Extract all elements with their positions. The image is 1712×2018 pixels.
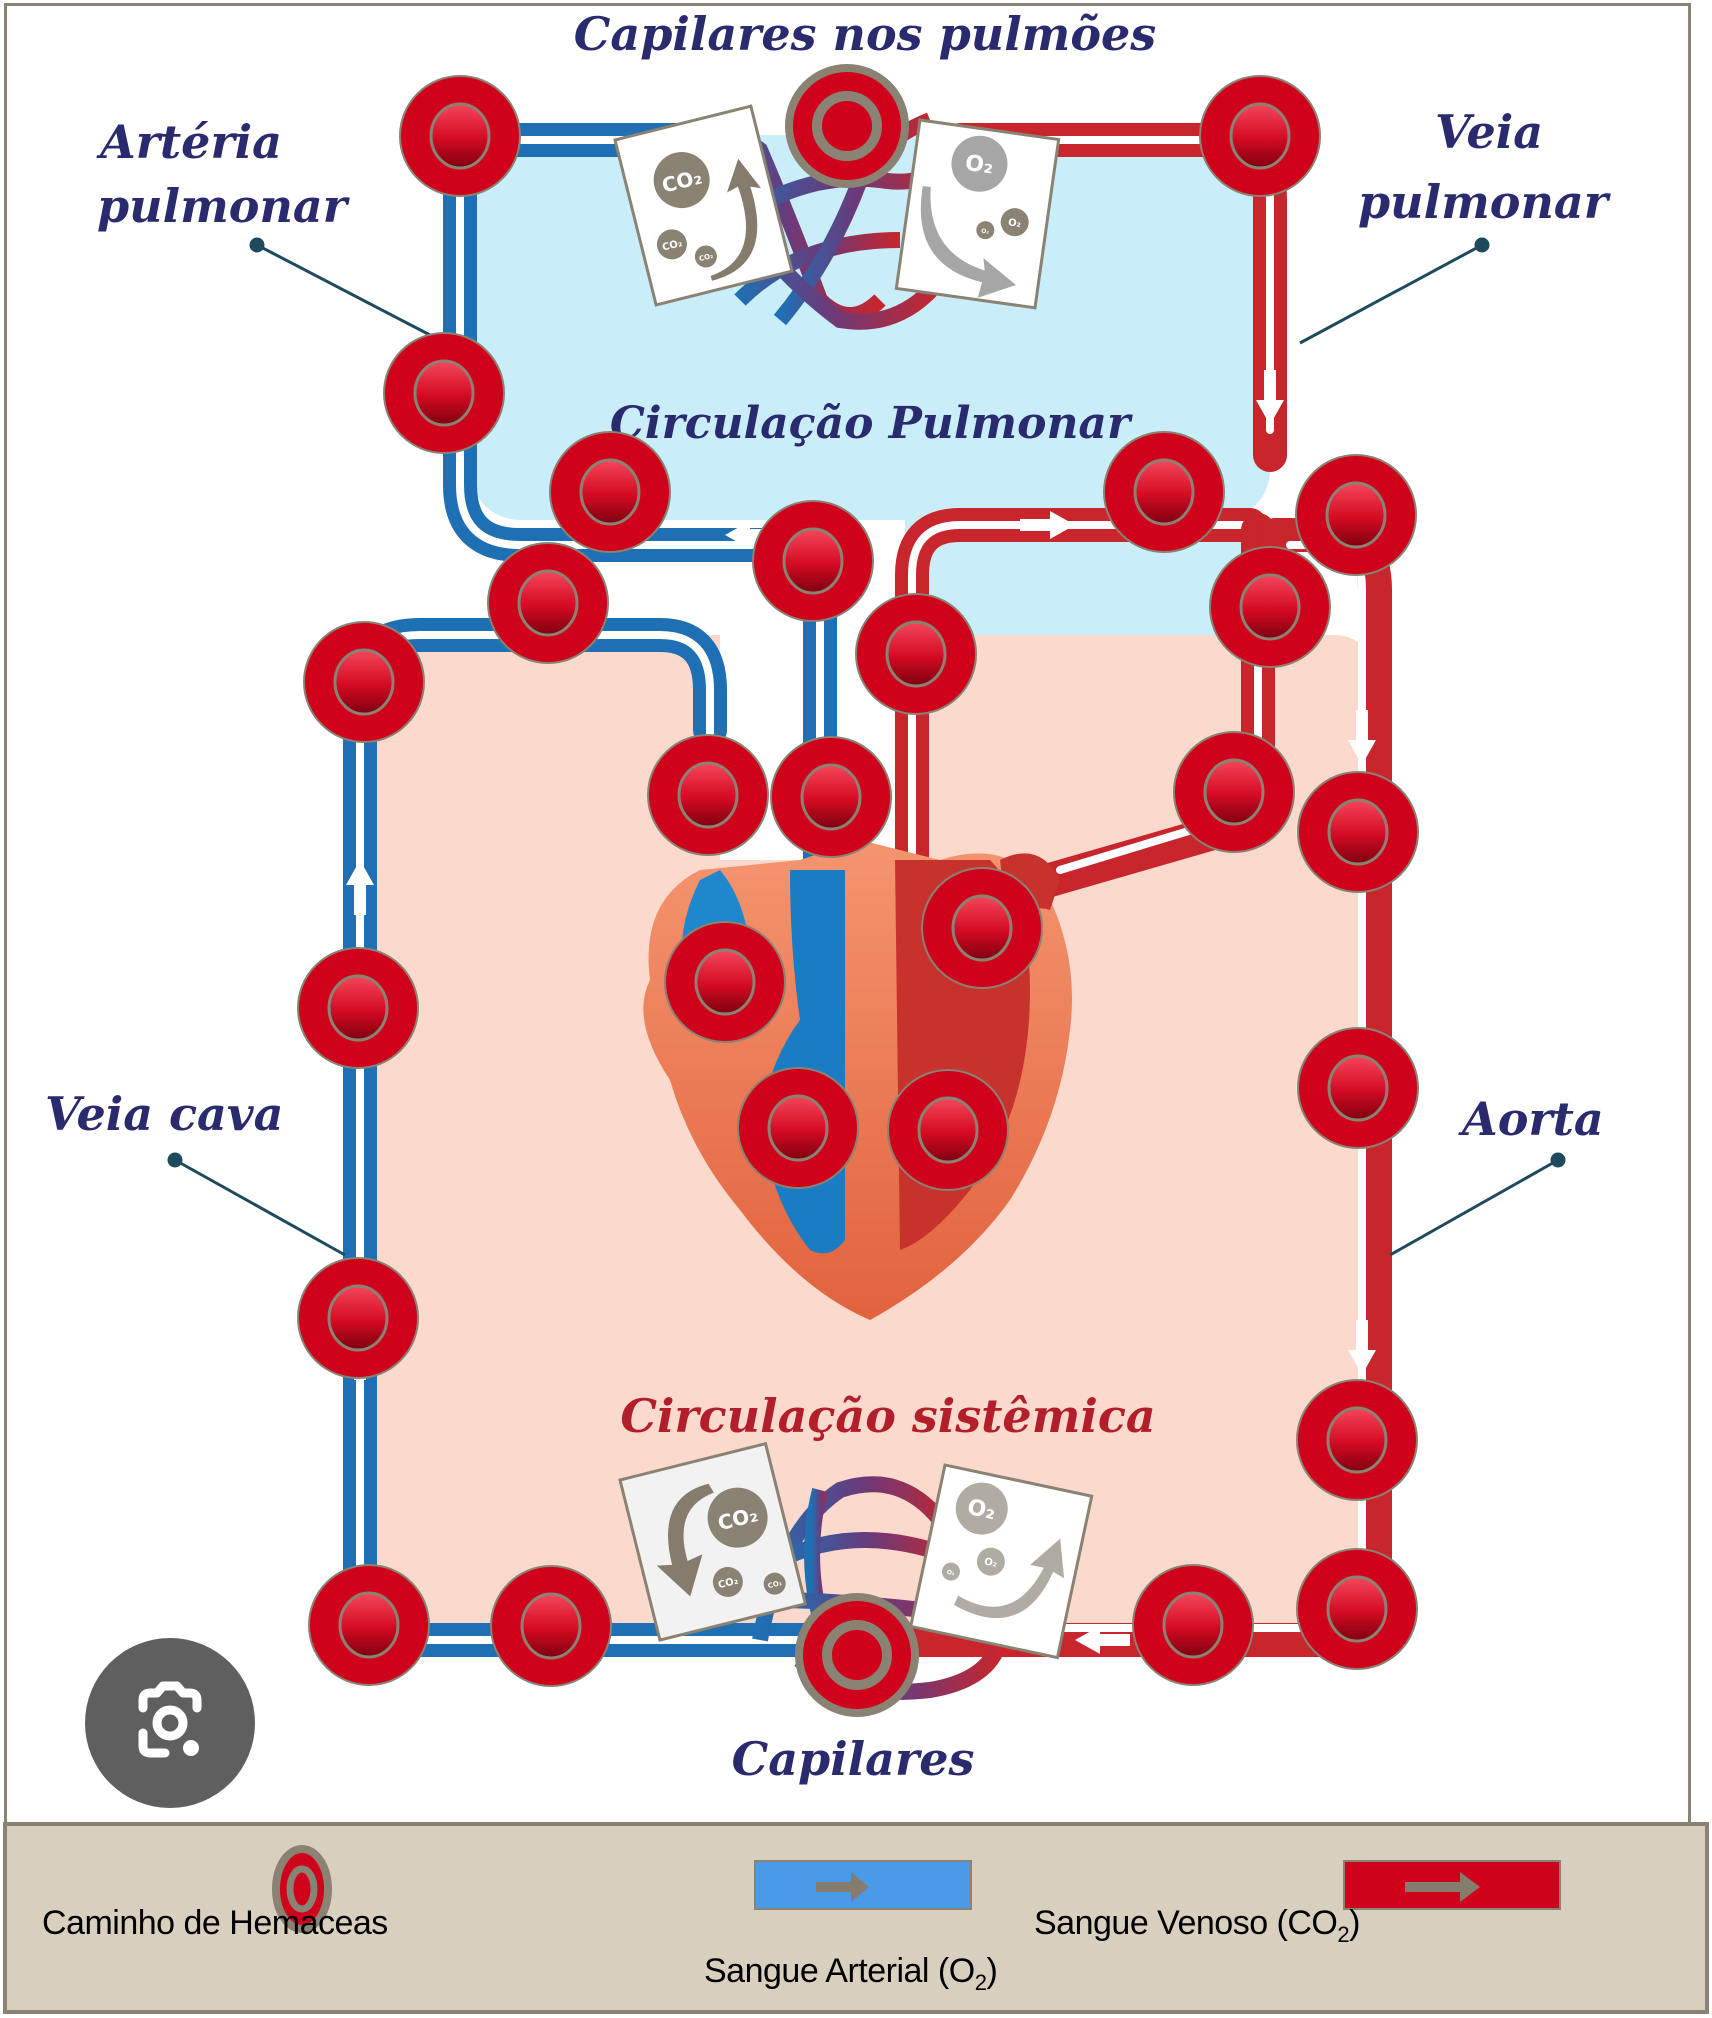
label-pulmonary-vein-1: Veia	[1435, 105, 1543, 159]
arrow-down-icon	[1348, 710, 1376, 765]
blood-cell[interactable]	[548, 430, 672, 554]
blood-cell[interactable]	[646, 733, 770, 857]
svg-text:O₂: O₂	[965, 1495, 998, 1525]
arrow-down-curved-icon	[656, 1483, 714, 1597]
svg-text:CO₂: CO₂	[698, 252, 714, 263]
svg-text:O₂: O₂	[1007, 217, 1021, 230]
label-pulmonary-artery-1: Artéria	[96, 115, 282, 169]
blood-cell[interactable]	[382, 331, 506, 455]
blood-cell[interactable]	[886, 1068, 1010, 1192]
blood-cell[interactable]	[302, 620, 426, 744]
blood-cell[interactable]	[307, 1563, 431, 1687]
svg-text:CO₂: CO₂	[717, 1576, 739, 1592]
blood-cell[interactable]	[1296, 1026, 1420, 1150]
arrow-left-icon	[725, 521, 780, 549]
blood-cell[interactable]	[296, 946, 420, 1070]
arrow-left-icon	[1075, 1626, 1130, 1654]
co2-bubble-large	[653, 152, 710, 209]
svg-text:O₂: O₂	[983, 1556, 998, 1569]
title-lung-capillaries: Capilares nos pulmões	[574, 7, 1156, 61]
blood-cell[interactable]	[1296, 770, 1420, 894]
leader-lines	[167, 237, 1566, 1257]
label-pulmonary-artery-2: pulmonar	[97, 179, 351, 233]
legend-venous-swatch	[1343, 1860, 1561, 1910]
label-systemic-circulation: Circulação sistêmica	[620, 1389, 1155, 1443]
blood-cell[interactable]	[1198, 74, 1322, 198]
blood-cell[interactable]	[1295, 1378, 1419, 1502]
gas-card-lung-o2: O₂ O₂ O₂	[894, 118, 1061, 310]
blood-cell[interactable]	[1102, 430, 1226, 554]
flow-arrows	[346, 370, 1376, 1654]
arrow-up-icon	[346, 860, 374, 915]
blood-cell[interactable]	[1294, 453, 1418, 577]
label-capillaries: Capilares	[732, 1732, 975, 1786]
blood-cell[interactable]	[296, 1256, 420, 1380]
google-lens-button[interactable]	[85, 1638, 255, 1808]
arrow-right-icon	[816, 1872, 869, 1902]
arrow-up-curved-icon	[710, 158, 761, 281]
svg-text:O₂: O₂	[946, 1569, 955, 1578]
arrow-down-icon	[1256, 370, 1284, 425]
circulation-diagram: CO₂ CO₂ CO₂ O₂ O₂ O₂ CO₂ CO₂ CO₂ O₂ O₂ O…	[45, 7, 1612, 1786]
legend-path-marker-icon	[272, 1845, 332, 1933]
blood-cell[interactable]	[1295, 1547, 1419, 1671]
arrow-up-curved-icon	[954, 1538, 1065, 1619]
blood-cell[interactable]	[486, 541, 610, 665]
legend-venous-label: Sangue Venoso (CO2)	[1034, 1904, 1360, 1947]
arrow-down-curved-icon	[920, 186, 1016, 298]
label-pulmonary-vein-2: pulmonar	[1358, 175, 1612, 229]
blood-cell[interactable]	[854, 592, 978, 716]
svg-text:CO₂: CO₂	[661, 238, 683, 254]
svg-text:O₂: O₂	[981, 228, 990, 236]
arrow-right-icon	[1405, 1872, 1480, 1902]
label-aorta: Aorta	[1458, 1092, 1604, 1146]
blood-cell[interactable]	[769, 735, 893, 859]
blood-cell[interactable]	[920, 866, 1044, 990]
gas-card-lung-co2: CO₂ CO₂ CO₂	[613, 104, 794, 307]
blood-cell[interactable]	[489, 1564, 613, 1688]
legend-path-label: Caminho de Hemaceas	[42, 1904, 388, 1942]
svg-text:CO₂: CO₂	[767, 1579, 783, 1590]
blood-cell[interactable]	[663, 920, 787, 1044]
blood-cell[interactable]	[1131, 1563, 1255, 1687]
gas-card-body-o2: O₂ O₂ O₂	[908, 1463, 1094, 1660]
label-vena-cava: Veia cava	[45, 1087, 283, 1141]
path-target-marker[interactable]	[799, 1597, 915, 1713]
blood-cell[interactable]	[736, 1066, 860, 1190]
legend-panel: Caminho de Hemaceas Sangue Venoso (CO2) …	[3, 1822, 1709, 2014]
blood-cell[interactable]	[398, 74, 522, 198]
blood-cell[interactable]	[751, 499, 875, 623]
label-pulmonary-circulation: Circulação Pulmonar	[610, 398, 1133, 449]
legend-arterial-swatch	[754, 1860, 972, 1910]
google-lens-icon	[138, 1681, 202, 1758]
path-target-marker[interactable]	[789, 68, 905, 184]
arrow-down-icon	[1348, 1320, 1376, 1375]
svg-text:O₂: O₂	[964, 151, 996, 180]
legend-arterial-label: Sangue Arterial (O2)	[704, 1952, 998, 1995]
blood-cell[interactable]	[1208, 545, 1332, 669]
blood-cell[interactable]	[1172, 730, 1296, 854]
arrow-right-icon	[1020, 511, 1075, 539]
gas-card-body-co2: CO₂ CO₂ CO₂	[618, 1441, 808, 1642]
